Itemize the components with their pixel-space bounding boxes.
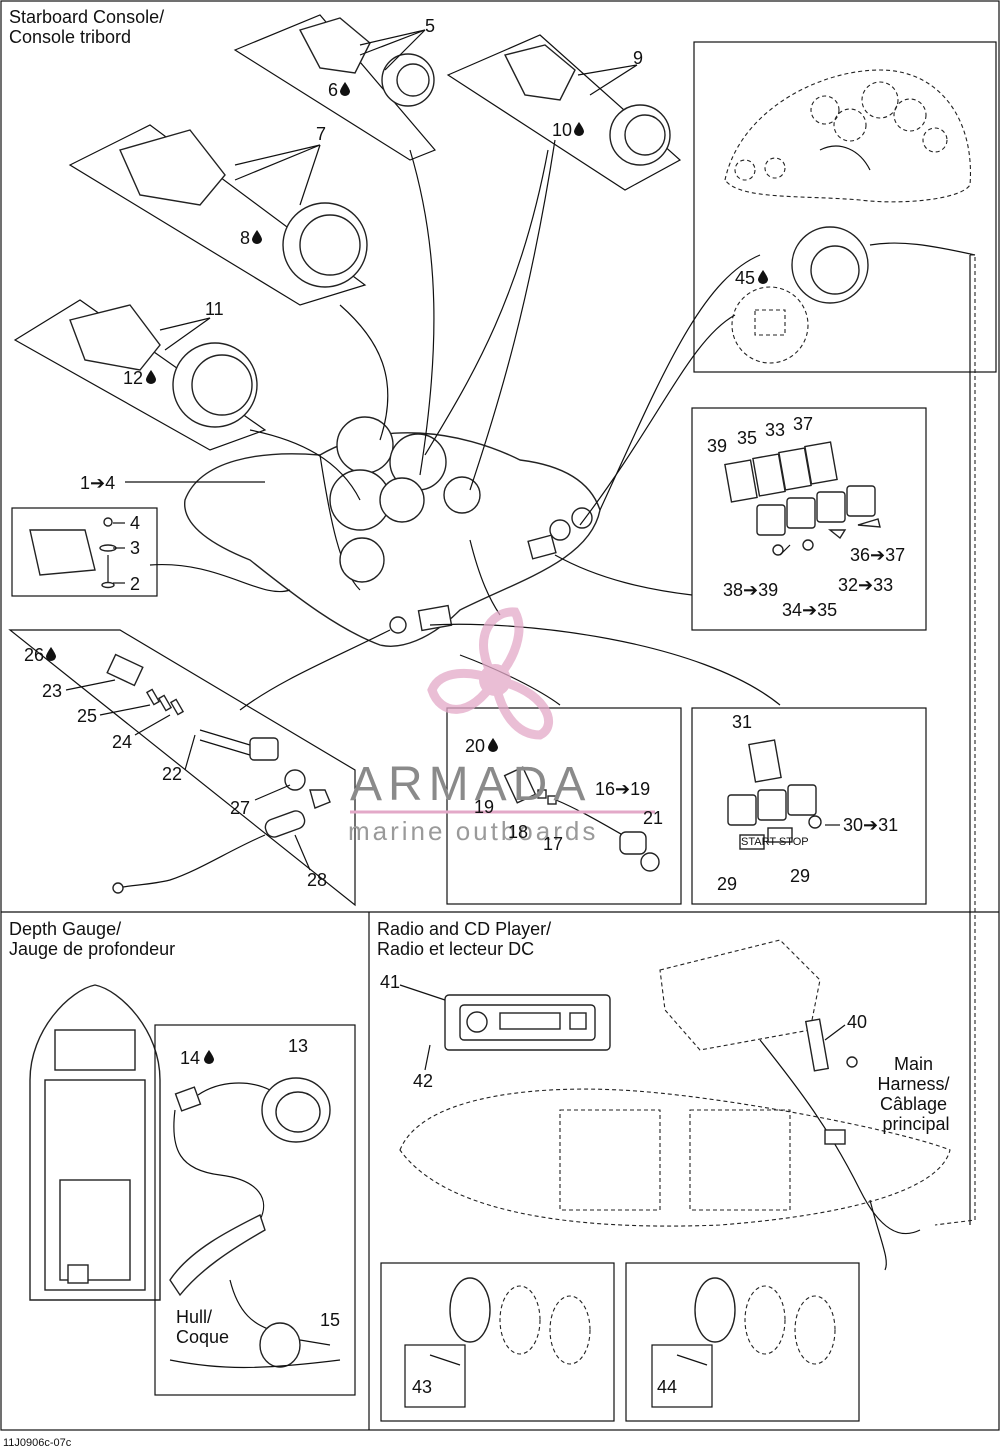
callout-5: 5 xyxy=(425,16,435,36)
speaker-parts xyxy=(429,1277,836,1366)
callout-13: 13 xyxy=(288,1036,308,1056)
callout-25: 25 xyxy=(77,706,97,726)
switch-detail-box-upper xyxy=(691,407,927,631)
fastener-parts xyxy=(29,517,117,589)
callout-12: 12 xyxy=(123,368,143,388)
callout-17: 17 xyxy=(543,834,563,854)
callout-28: 28 xyxy=(307,870,327,890)
callout-44: 44 xyxy=(657,1377,677,1397)
ignition-detail-box xyxy=(446,707,682,905)
callout-8: 8 xyxy=(240,228,250,248)
callout-27: 27 xyxy=(230,798,250,818)
depth-detail-box xyxy=(154,1024,356,1396)
watermark-tagline: marine outboards xyxy=(348,816,598,846)
screw-box-44 xyxy=(651,1344,713,1408)
callout-22: 22 xyxy=(162,764,182,784)
callout-35: 35 xyxy=(737,428,757,448)
callout-39: 39 xyxy=(707,436,727,456)
callout-15: 15 xyxy=(320,1310,340,1330)
ignition-parts xyxy=(503,766,660,872)
callout-4: 4 xyxy=(130,513,140,533)
section-title-depth-gauge: Depth Gauge/ Jauge de profondeur xyxy=(9,919,175,959)
gauge-group-5-6 xyxy=(233,14,436,161)
switch-detail-box-lower xyxy=(691,707,927,905)
callout-26: 26 xyxy=(24,645,44,665)
section-title-radio-cd: Radio and CD Player/ Radio et lecteur DC xyxy=(377,919,556,959)
callout-29-right: 29 xyxy=(790,866,810,886)
callout-2: 2 xyxy=(130,574,140,594)
callout-11: 11 xyxy=(205,299,224,319)
callout-19: 19 xyxy=(474,797,494,817)
main-harness-label: Main Harness/ Câblage principal xyxy=(877,1054,954,1134)
hull-label: Hull/ Coque xyxy=(176,1307,229,1347)
callout-37: 37 xyxy=(793,414,813,434)
callout-23: 23 xyxy=(42,681,62,701)
callout-20: 20 xyxy=(465,736,485,756)
harness-wiring-group xyxy=(8,629,356,907)
callout-30-31: 30➔31 xyxy=(843,815,898,835)
callout-1-4: 1➔4 xyxy=(80,473,115,493)
fluid-drop-icon xyxy=(574,122,584,136)
callout-10: 10 xyxy=(552,120,572,140)
footer-code: 11J0906c-07c xyxy=(3,1437,72,1449)
boat-top-view xyxy=(29,984,161,1301)
callout-42: 42 xyxy=(413,1071,433,1091)
speaker-detail-box-left xyxy=(380,1262,615,1422)
dash-detail-box xyxy=(693,41,997,373)
gauge-group-11-12 xyxy=(13,299,267,451)
callout-29-left: 29 xyxy=(717,874,737,894)
callout-43: 43 xyxy=(412,1377,432,1397)
console-body xyxy=(184,416,601,647)
callout-32-33: 32➔33 xyxy=(838,575,893,595)
boat-outline-radio xyxy=(399,1088,951,1227)
callout-33: 33 xyxy=(765,420,785,440)
callout-31: 31 xyxy=(732,712,752,732)
callout-3: 3 xyxy=(130,538,140,558)
start-stop-label: START STOP xyxy=(741,836,809,848)
callout-21: 21 xyxy=(643,808,663,828)
dash-panel-outline xyxy=(724,69,976,364)
fluid-drop-icon xyxy=(204,1050,214,1064)
callout-14: 14 xyxy=(180,1048,200,1068)
callout-6: 6 xyxy=(328,80,338,100)
watermark-propeller-logo xyxy=(427,607,554,740)
callout-36-37: 36➔37 xyxy=(850,545,905,565)
speaker-detail-box-right xyxy=(625,1262,860,1422)
callout-18: 18 xyxy=(508,822,528,842)
callout-7: 7 xyxy=(316,124,326,144)
fluid-drop-icon xyxy=(488,738,498,752)
switch-parts-upper xyxy=(724,441,881,556)
gauge-group-7-8 xyxy=(68,124,368,306)
switch-parts-lower: START STOP xyxy=(727,739,822,850)
callout-45: 45 xyxy=(735,268,755,288)
callout-9: 9 xyxy=(633,48,643,68)
leader-curves xyxy=(149,139,976,1226)
section-title-starboard-console: Starboard Console/ Console tribord xyxy=(9,7,169,47)
callout-leaders xyxy=(65,481,846,1346)
callout-40: 40 xyxy=(847,1012,867,1032)
screw-box-43 xyxy=(404,1344,466,1408)
gauge-group-9-10 xyxy=(446,34,682,191)
fluid-drop-icon xyxy=(146,370,156,384)
callout-24: 24 xyxy=(112,732,132,752)
fluid-drop-icon xyxy=(758,270,768,284)
callout-16-19: 16➔19 xyxy=(595,779,650,799)
radio-parts xyxy=(444,939,921,1271)
watermark-brand: ARMADA xyxy=(350,758,591,811)
fluid-drop-icon xyxy=(46,647,56,661)
fastener-box xyxy=(11,507,158,597)
fluid-drop-icon xyxy=(252,230,262,244)
fluid-drop-icon xyxy=(340,82,350,96)
callout-38-39: 38➔39 xyxy=(723,580,778,600)
depth-parts xyxy=(169,1077,341,1369)
callout-34-35: 34➔35 xyxy=(782,600,837,620)
callout-41: 41 xyxy=(380,972,400,992)
